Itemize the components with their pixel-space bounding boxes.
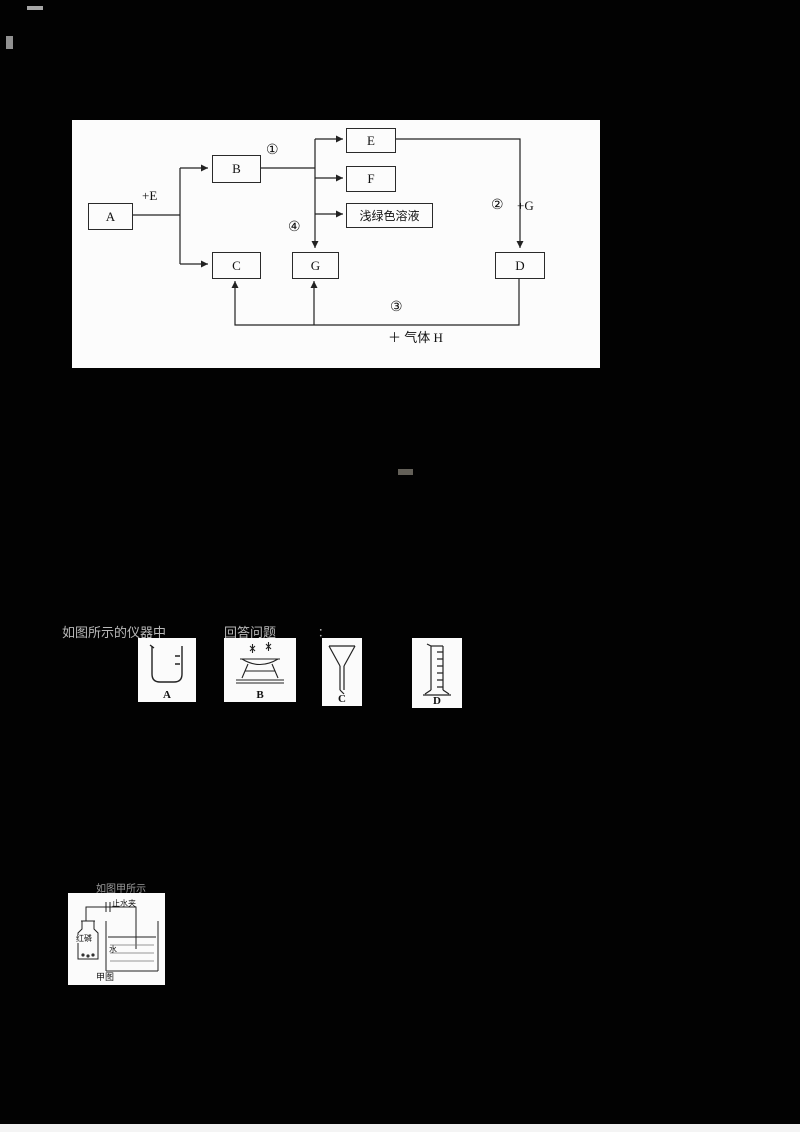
phosphorus-experiment-diagram	[77, 902, 159, 972]
apparatus-caption: 甲图	[96, 972, 115, 982]
scan-artifact	[6, 36, 13, 49]
equipment-card-evaporating-dish: B	[224, 638, 296, 702]
label-plus-g: +G	[517, 198, 534, 213]
label-step-3: ③	[390, 300, 403, 315]
scan-artifact	[398, 469, 413, 475]
water-label: 水	[109, 945, 117, 954]
node-G: G	[292, 252, 339, 279]
equipment-caption-colon: ：	[318, 627, 329, 639]
label-step-1: ①	[266, 143, 279, 158]
equipment-label: D	[433, 695, 441, 707]
label-gas-h: ＋ 气体 H	[388, 330, 443, 345]
equipment-label: C	[338, 693, 346, 705]
node-D: D	[495, 252, 545, 279]
page-bottom-strip	[0, 1124, 800, 1132]
apparatus-header: 如图甲所示	[96, 884, 146, 895]
equipment-caption-mid: 回答问题	[224, 625, 277, 640]
equipment-caption-left: 如图所示的仪器中	[62, 625, 167, 640]
label-plus-e: +E	[142, 188, 158, 203]
beaker-icon	[145, 642, 189, 686]
flowchart-arrows	[131, 135, 524, 326]
phosphorus-label: 红磷	[76, 934, 92, 943]
node-F: F	[346, 166, 396, 192]
node-green-solution: 浅绿色溶液	[346, 203, 433, 228]
graduated-cylinder-icon	[415, 642, 459, 700]
label-step-4: ④	[288, 220, 301, 235]
evaporating-dish-icon	[230, 642, 290, 688]
equipment-label: A	[163, 689, 171, 701]
scan-artifact	[27, 6, 43, 10]
label-step-2: ②	[491, 198, 504, 213]
node-A: A	[88, 203, 133, 230]
node-B: B	[212, 155, 261, 183]
flowchart-panel: A B C G D E F 浅绿色溶液 +E ① ② +G ④ ③ ＋ 气体 H	[72, 120, 600, 368]
equipment-card-beaker: A	[138, 638, 196, 702]
node-E: E	[346, 128, 396, 153]
node-C: C	[212, 252, 261, 279]
equipment-card-graduated-cylinder: D	[412, 638, 462, 708]
funnel-icon	[325, 642, 359, 696]
equipment-label: B	[256, 689, 264, 701]
equipment-card-funnel: C	[322, 638, 362, 706]
apparatus-card: 止水夹 红磷 水 甲图	[68, 893, 165, 985]
clamp-label: 止水夹	[112, 899, 136, 908]
